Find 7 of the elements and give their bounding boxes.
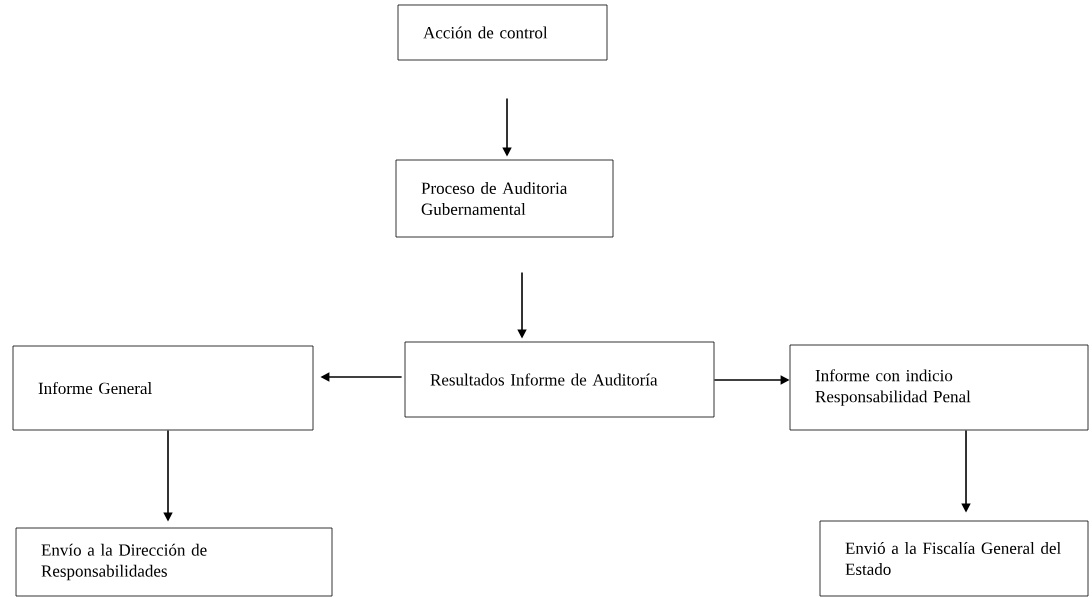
process-box: Proceso de Auditoria Gubernamental <box>395 159 614 238</box>
process-box: Acción de control <box>397 4 608 61</box>
process-box: Resultados Informe de Auditoría <box>404 341 715 418</box>
process-box: Informe General <box>12 345 314 431</box>
process-box: Envió a la Fiscalía General del Estado <box>819 520 1089 597</box>
process-box: Envío a la Dirección de Responsabilidades <box>15 527 333 597</box>
process-box: Informe con indicio Responsabilidad Penal <box>789 344 1089 431</box>
